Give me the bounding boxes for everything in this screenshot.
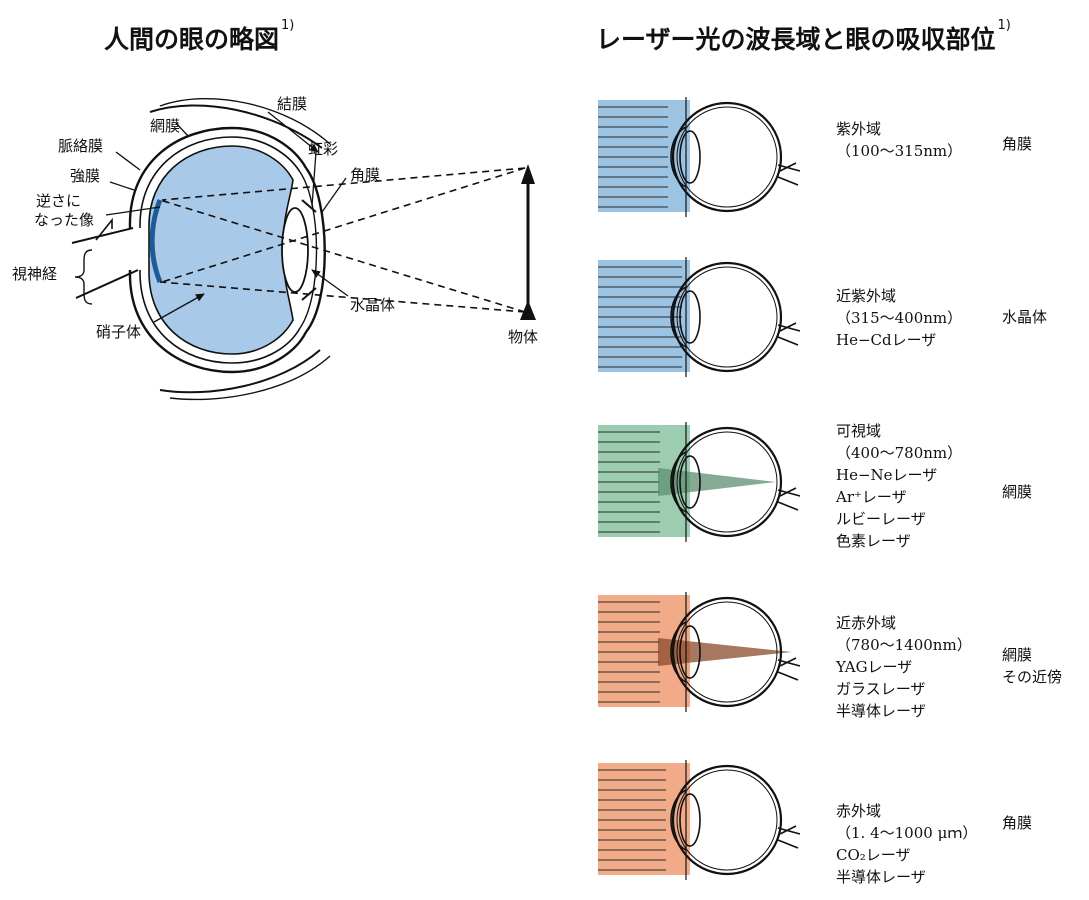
label-lens: 水晶体 (350, 296, 396, 314)
band-line: 半導体レーザ (836, 702, 926, 720)
label-vitreous: 硝子体 (96, 323, 142, 341)
absorption-site-4: 網膜その近傍 (1002, 644, 1062, 688)
band-line: 色素レーザ (836, 532, 911, 550)
laser-beam (598, 260, 690, 372)
lens (281, 207, 309, 293)
label-object: 物体 (508, 328, 539, 346)
left-title-note: 1) (281, 18, 295, 33)
optic-nerve (777, 162, 801, 186)
cornea (670, 789, 687, 851)
band-description-5: 赤外域 （1. 4〜1000 μｍ） CO₂レーザ半導体レーザ (836, 800, 977, 888)
right-title-note: 1) (997, 18, 1011, 33)
band-line: 可視域 (836, 422, 882, 440)
optic-nerve (777, 825, 801, 849)
lens (679, 793, 701, 847)
band-description-1: 紫外域 （100〜315nm） (836, 118, 962, 162)
absorption-line: その近傍 (1002, 668, 1063, 686)
absorption-site-2: 水晶体 (1002, 306, 1047, 328)
laser-beam (598, 763, 690, 875)
band-line: （780〜1400nm） (836, 636, 972, 654)
absorption-line: 網膜 (1002, 483, 1033, 501)
optic-nerve (777, 657, 801, 681)
label-iris: 虹彩 (308, 140, 339, 158)
label-inverted-image-1: 逆さに (36, 192, 82, 210)
band-line: （1. 4〜1000 μｍ） (836, 824, 978, 842)
label-choroid: 脈絡膜 (58, 137, 104, 155)
absorption-line: 水晶体 (1002, 308, 1048, 326)
eyeball (671, 101, 783, 213)
band-line: CO₂レーザ (836, 846, 911, 864)
band-eye-4 (598, 592, 801, 712)
focused-beam (658, 468, 776, 496)
lens (679, 625, 701, 679)
laser-beam (598, 100, 690, 212)
band-eye-3 (598, 422, 801, 542)
eyeball (671, 764, 783, 876)
band-description-4: 近赤外域 （780〜1400nm） YAGレーザガラスレーザ半導体レーザ (836, 612, 972, 722)
ray-cross-2 (159, 199, 526, 313)
sclera-outline (128, 126, 308, 229)
band-eye-2 (598, 257, 801, 377)
absorption-site-5: 角膜 (1002, 812, 1032, 834)
band-line: ルビーレーザ (836, 510, 926, 528)
band-line: He−Neレーザ (836, 466, 938, 484)
cornea (670, 621, 687, 683)
vitreous-body (148, 145, 294, 355)
absorption-line: 網膜 (1002, 646, 1033, 664)
band-line: 近赤外域 (836, 614, 897, 632)
band-line: 紫外域 (836, 120, 882, 138)
eyeball (671, 426, 783, 538)
label-sclera: 強膜 (70, 167, 101, 185)
band-line: He−Cdレーザ (836, 331, 937, 349)
label-optic-nerve: 視神経 (12, 265, 58, 283)
band-line: 赤外域 (836, 802, 882, 820)
ray-cross-1 (161, 167, 526, 283)
absorption-site-3: 網膜 (1002, 481, 1032, 503)
lens (679, 130, 701, 184)
focused-beam (658, 638, 792, 666)
band-line: 近紫外域 (836, 287, 897, 305)
optic-nerve (777, 322, 801, 346)
absorption-site-1: 角膜 (1002, 133, 1032, 155)
eyeball (671, 261, 783, 373)
absorption-line: 角膜 (1002, 135, 1033, 153)
optic-nerve (777, 487, 801, 511)
band-line: （400〜780nm） (836, 444, 963, 462)
band-line: Ar⁺レーザ (836, 488, 907, 506)
band-description-3: 可視域 （400〜780nm） He−Neレーザ Ar⁺レーザルビーレーザ色素レーザ (836, 420, 962, 552)
band-line: 半導体レーザ (836, 868, 926, 886)
band-eye-5 (598, 760, 801, 880)
absorption-line: 角膜 (1002, 814, 1033, 832)
band-line: YAGレーザ (836, 658, 913, 676)
label-conjunctiva: 結膜 (277, 95, 308, 113)
eyeball (671, 596, 783, 708)
optic-nerve-brace (74, 249, 93, 305)
label-cornea: 角膜 (350, 166, 381, 184)
band-line: （315〜400nm） (836, 309, 963, 327)
band-line: （100〜315nm） (836, 142, 963, 160)
cornea (670, 286, 687, 348)
lens (679, 290, 701, 344)
cornea (670, 451, 687, 513)
band-eye-1 (598, 97, 801, 217)
ray-top (161, 167, 526, 201)
optic-nerve (71, 227, 134, 244)
conjunctiva (149, 104, 323, 149)
label-inverted-image-2: なった像 (34, 211, 95, 229)
cornea (670, 126, 687, 188)
band-line: ガラスレーザ (836, 680, 926, 698)
lens (679, 455, 701, 509)
band-description-2: 近紫外域 （315〜400nm） He−Cdレーザ (836, 285, 962, 351)
label-retina: 網膜 (150, 117, 181, 135)
ray-bottom (159, 281, 526, 313)
